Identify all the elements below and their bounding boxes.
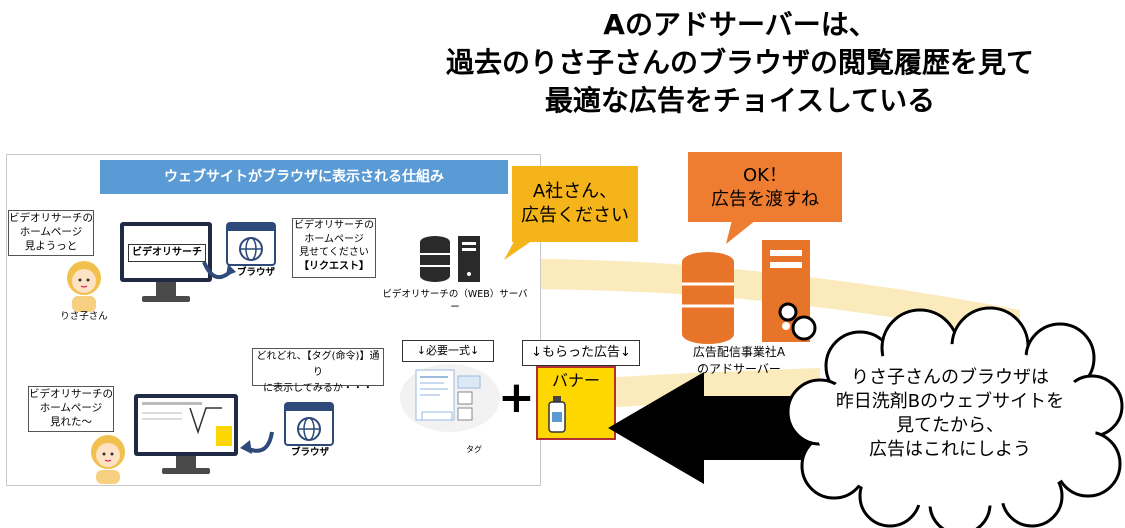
- page-title: Aのアドサーバーは、 過去のりさ子さんのブラウザの閲覧履歴を見て 最適な広告をチ…: [360, 6, 1120, 120]
- web-server-icon: [420, 236, 480, 282]
- user-avatar-bottom: [91, 435, 125, 484]
- user-bubble-top: ビデオリサーチの ホームページ 見ようっと: [8, 210, 94, 256]
- plus-sign: +: [498, 372, 535, 423]
- request-bubble: ビデオリサーチの ホームページ 見せてください 【リクエスト】: [292, 218, 376, 278]
- ad-server-label: 広告配信事業社A のアドサーバー: [692, 345, 786, 376]
- web-server-label: ビデオリサーチの（WEB）サーバー: [382, 289, 528, 313]
- required-bundle: [400, 364, 500, 432]
- user-bubble-bottom: ビデオリサーチの ホームページ 見れた〜: [28, 386, 114, 432]
- mini-tag-label: タグ: [466, 445, 482, 454]
- browser-bubble: どれどれ、【タグ(命令)】通り に表示してみるか・・・: [252, 348, 384, 394]
- title-line-2: 過去のりさ子さんのブラウザの閲覧履歴を見て: [445, 46, 1034, 79]
- user-name-label: りさ子さん: [60, 311, 108, 322]
- title-line-3: 最適な広告をチョイスしている: [544, 84, 936, 117]
- curve-arrow-bottom: [240, 431, 274, 454]
- received-ad-label: ↓もらった広告↓: [522, 340, 640, 366]
- required-label: ↓必要一式↓: [402, 340, 494, 362]
- panel-banner: ウェブサイトがブラウザに表示される仕組み: [100, 160, 508, 194]
- thought-bubble-shape: [778, 302, 1124, 528]
- ok-bubble: OK！ 広告を渡すね: [688, 164, 842, 212]
- browser-icon-top: [226, 222, 276, 266]
- detergent-icon: [548, 396, 566, 433]
- request-ad-bubble-shape: [504, 166, 638, 260]
- browser-icon-bottom: [284, 402, 334, 446]
- browser-label-bottom: ブラウザ: [290, 447, 329, 458]
- user-avatar-top: [67, 261, 101, 312]
- thought-bubble-text: りさ子さんのブラウザは 昨日洗剤Bのウェブサイトを 見てたから、 広告はこれにし…: [835, 367, 1065, 460]
- banner-ad: バナー: [536, 366, 616, 440]
- title-line-1: Aのアドサーバーは、: [603, 8, 877, 41]
- big-arrow: [608, 372, 828, 484]
- monitor-bottom: [134, 394, 238, 474]
- site-logo: ビデオリサーチ: [128, 244, 206, 262]
- curve-arrow-top: [202, 261, 236, 280]
- banner-ad-label: バナー: [551, 371, 600, 390]
- browser-label-top: ブラウザ: [236, 267, 275, 278]
- request-ad-bubble: A社さん、 広告ください: [521, 181, 629, 226]
